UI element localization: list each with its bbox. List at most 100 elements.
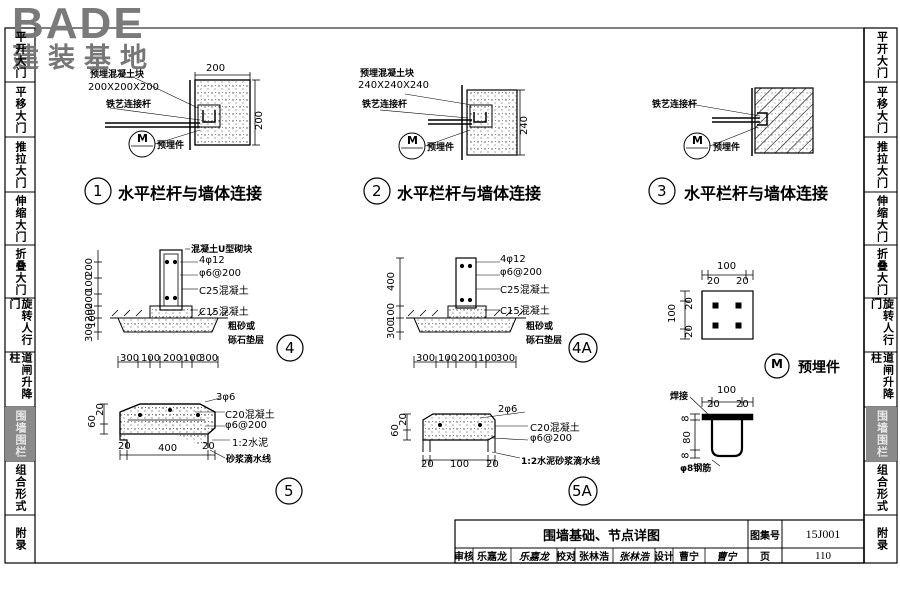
d1-label-rod: 铁艺连接杆 [106,100,152,110]
d5-label-bars: 3φ6 [216,392,236,403]
page-label: 页 [760,552,770,563]
m-plan-dim-3: 100 [667,303,679,324]
d4a-bottom-dim-0: 300 [416,353,436,364]
d1-label-block: 预埋混凝土块 [90,70,145,80]
d2-marker-label: 预埋件 [427,143,455,153]
d5a-label-stirrup: φ6@200 [530,433,573,444]
detail-4a-drawing [396,257,598,368]
check-label: 校对 [557,552,575,563]
d2-label-size: 240X240X240 [358,80,429,91]
logo-brand: BADE [12,0,145,48]
reviewer-name: 乐嘉龙 [477,552,507,563]
d4-left-dim-5: 300 [84,322,96,343]
tab-right-folding-gate[interactable]: 折叠大门 [875,247,889,296]
designer-name: 曹宁 [679,552,699,563]
m-section-dim-0: 100 [717,385,737,396]
d4-label-c25: C25混凝土 [199,286,249,297]
atlas-label: 图集号 [750,530,780,542]
d2-number: 2 [372,182,382,200]
d5-label-c20: C20混凝土 [225,410,275,421]
d5-dim-1: 20 [94,403,106,416]
d3-marker: M [692,134,703,147]
tab-right-swing-gate[interactable]: 平开大门 [875,31,889,79]
tab-right-appendix[interactable]: 附录 [875,527,889,551]
d5a-dim-3: 100 [450,459,470,470]
tab-left-barrier-bollard[interactable]: 道闸升降柱 [8,352,33,400]
d4-label-gravel: 砾石垫层 [228,336,265,346]
tab-left-sliding-gate[interactable]: 平移大门 [14,85,27,134]
d3-label-rod: 铁艺连接杆 [652,100,698,110]
m-plan-dim-0: 100 [717,261,737,272]
d5a-dim-0: 60 [389,424,401,437]
logo-subtitle: 建装基地 [12,43,156,74]
m-marker: M [771,357,783,371]
tab-right-revolving-door[interactable]: 旋转人行门 [869,298,895,346]
atlas-number: 15J001 [805,526,841,541]
m-label-rebar: φ8钢筋 [680,464,712,474]
tab-right-retractable-gate[interactable]: 伸缩大门 [875,194,889,243]
tab-left-combination[interactable]: 组合形式 [14,464,27,512]
m-plan-dim-5: 20 [683,325,695,338]
d5-label-stirrup: φ6@200 [225,420,268,431]
d4a-bottom-dim-4: 300 [496,353,516,364]
d5a-dim-2: 20 [421,459,434,470]
d4-bottom-dim-3: 100 [183,353,203,364]
tab-left-swing-gate[interactable]: 平开大门 [14,31,27,79]
d4a-left-dim-2: 300 [386,319,398,340]
d1-number: 1 [93,182,103,200]
d5-dim-2: 20 [118,441,131,452]
d2-marker: M [407,134,418,147]
detail-1-drawing [84,72,260,205]
d5a-dim-1: 20 [397,413,409,426]
d4-bottom-dim-2: 200 [163,353,183,364]
d4-label-stirrup: φ6@200 [199,268,242,279]
d4a-label-c15: C15混凝土 [500,306,550,317]
d3-marker-label: 预埋件 [713,143,741,153]
d1-dim-top: 200 [206,63,226,74]
tab-left-push-pull-gate[interactable]: 推拉大门 [14,140,27,189]
d2-label-rod: 铁艺连接杆 [362,100,408,110]
tab-right-push-pull-gate[interactable]: 推拉大门 [875,140,889,189]
logo: BADE 建装基地 [12,2,156,74]
d4-label-sand: 粗砂或 [228,322,256,332]
detail-5-drawing [100,397,303,505]
d5-label-mortar: 1:2水泥 [232,438,269,449]
d5a-label-bars: 2φ6 [498,404,518,415]
d4a-label-gravel: 砾石垫层 [526,336,563,346]
d4a-bottom-dim-3: 100 [478,353,498,364]
review-label: 审核 [455,552,473,563]
d1-marker-label: 预埋件 [157,141,185,151]
detail-3-drawing [648,87,814,205]
d5a-number: 5A [572,482,592,500]
tab-right-sliding-gate[interactable]: 平移大门 [875,85,889,134]
reviewer-signature: 乐嘉龙 [519,552,549,563]
d4a-label-c25: C25混凝土 [500,285,550,296]
title-block-lines [454,519,865,564]
d3-caption: 水平栏杆与墙体连接 [684,184,829,203]
d4a-number: 4A [572,339,592,357]
tab-left-retractable-gate[interactable]: 伸缩大门 [14,194,27,243]
tab-left-appendix[interactable]: 附录 [14,527,27,551]
detail-2-drawing [363,85,525,205]
tab-left-fence[interactable]: 围墙围栏 [5,407,35,461]
tab-left-folding-gate[interactable]: 折叠大门 [14,247,27,296]
d2-caption: 水平栏杆与墙体连接 [397,184,542,203]
detail-4-drawing [94,248,304,368]
drawing-title: 围墙基础、节点详图 [542,528,660,544]
tab-right-fence[interactable]: 围墙围栏 [866,407,897,461]
d1-marker: M [137,132,148,145]
d5-dim-0: 60 [86,415,98,428]
m-section-dim-2: 20 [736,399,749,410]
m-section-dim-5: 8 [680,452,692,459]
d5a-label-mortar: 1:2水泥砂浆滴水线 [521,457,601,467]
m-section-dim-1: 20 [707,399,720,410]
checker-signature: 张林浩 [619,552,649,563]
m-caption: 预埋件 [798,360,840,376]
tab-left-revolving-door[interactable]: 旋转人行门 [8,298,33,346]
d4-label-rebar: 4φ12 [199,255,225,266]
m-label-weld: 焊接 [670,392,689,402]
tab-right-combination[interactable]: 组合形式 [875,464,889,512]
checker-name: 张林浩 [579,552,609,563]
d5-dim-4: 20 [202,441,215,452]
tab-right-barrier-bollard[interactable]: 道闸升降柱 [869,352,895,400]
